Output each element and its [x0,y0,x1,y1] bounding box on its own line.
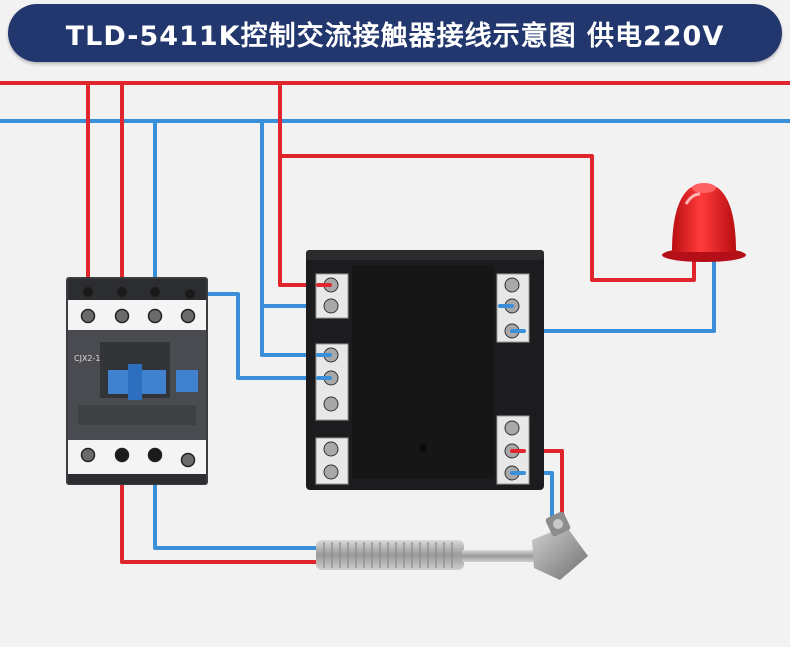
contactor-bottom-terminals [80,447,196,468]
supply-lines [0,81,790,123]
controller-left-terminals [315,273,349,485]
temperature-controller [306,250,544,490]
contactor-model-label: CJX2-1210 [74,354,116,363]
wire-live-to-lamp [278,154,696,282]
controller-screw-hole [419,444,427,452]
wire-coil-b-to-controller [188,292,332,380]
wire-contactor-out-blue [153,453,320,550]
contactor: CJX2-1210 [66,277,208,485]
page-title: TLD-5411K控制交流接触器接线示意图 供电220V [8,4,782,62]
wire-contactor-out-red [120,453,320,564]
warning-lamp-icon [662,183,746,262]
thermocouple-probe-icon [316,511,588,580]
wire-lamp-to-controller [510,256,716,333]
contactor-top-terminals [80,287,196,324]
contactor-side-window [176,370,198,392]
wire-tips [316,283,526,475]
